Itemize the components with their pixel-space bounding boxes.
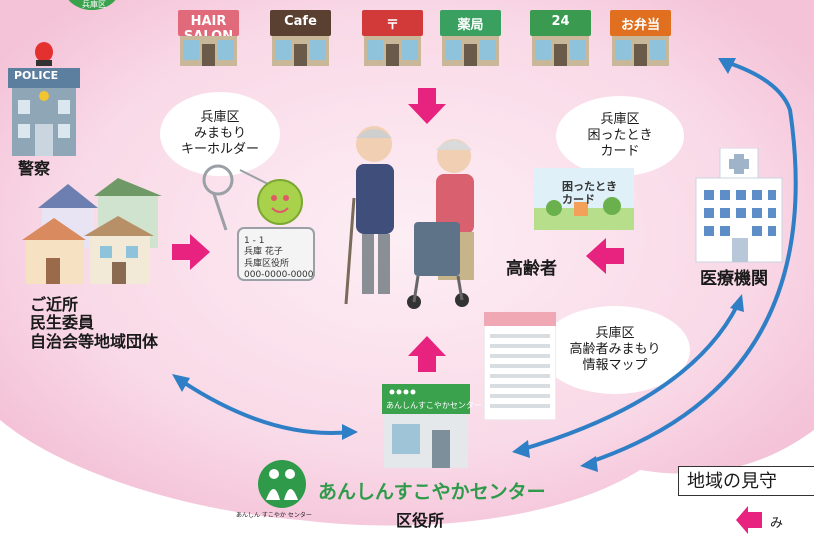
pink-arrow-down [408,88,446,124]
keyholder-phone: 000-0000-0000 [244,269,314,280]
store-hair-salon-icon: HAIR SALON [178,10,239,66]
police-label: 警察 [18,159,51,178]
ward-office-label: 区役所 [396,511,445,530]
keyholder-name: 兵庫 花子 [244,247,283,258]
keyholder-number: 1 - 1 [244,236,265,246]
store-convenience-store-icon: 24 [530,10,591,66]
bubble-line: 兵庫区 [600,111,640,127]
section-title: 地域の見守 [678,466,814,496]
elderly-couple-icon [344,126,474,309]
store-sign: 24 [551,14,570,29]
blue-arrow-center-medical [519,303,740,452]
bubble-line: 情報マップ [582,358,648,374]
ward-badge [68,0,116,10]
keyholder-bubble: 兵庫区 みまもり キーホルダー [160,92,280,176]
bubble-line: 兵庫区 [595,325,635,341]
pink-arrow-left [586,238,624,274]
police-station-icon [8,42,80,156]
store-sign: 〒 [385,18,399,33]
neighbors-line: 自治会等地域団体 [30,331,159,351]
neighbors-label: ご近所 民生委員 自治会等地域団体 [30,295,159,351]
legend-text: み [770,516,784,531]
blue-arrow-right-loop [589,60,798,464]
houses-icon [22,178,162,284]
ward-badge-text: 兵庫区 [82,0,106,9]
map-pamphlet-image [484,312,556,420]
pink-arrow-up [408,336,446,372]
store-sign: Cafe [284,14,317,29]
card-line: 困ったとき [562,180,617,193]
center-sign: あんしんすこやかセンター [386,401,482,410]
store-sign: お弁当 [620,18,660,33]
store-bento-shop-icon: お弁当 [610,10,671,66]
bubble-line: みまもり [193,125,246,141]
card-bubble: 兵庫区 困ったとき カード [556,96,684,176]
store-post-office-icon: 〒 [362,10,423,66]
medical-label: 医療機関 [700,269,768,289]
pink-arrow-right [172,234,210,270]
map-bubble: 兵庫区 高齢者みまもり 情報マップ [540,306,690,394]
legend-arrow [736,506,762,534]
neighbors-line: 民生委員 [30,313,95,333]
center-name: あんしんすこやかセンター [318,481,546,503]
help-card-image [534,168,634,230]
bubble-line: 困ったとき [587,127,653,143]
help-card-title: 困ったとき カード [562,180,617,206]
neighbors-line: ご近所 [30,295,79,314]
card-line: カード [562,193,595,207]
keyholder-tag: 1 - 1 兵庫 花子 兵庫区役所 000-0000-0000 [244,236,313,281]
store-pharmacy-icon: 薬局 [440,10,501,66]
center-logo-icon [258,460,306,508]
store-cafe-icon: Cafe [270,10,331,66]
keyholder-icon [202,164,315,281]
blue-arrow-neighbors-center [178,378,351,435]
elderly-label: 高齢者 [506,259,557,279]
bubble-line: カード [600,144,640,160]
center-logo-caption: あんしん すこやか センター [236,512,312,519]
bubble-line: 兵庫区 [200,109,240,125]
bubble-line: 高齢者みまもり [569,341,661,357]
police-sign: POLICE [14,69,59,82]
hospital-icon [695,148,783,263]
center-building-icon [382,384,470,468]
bubble-line: キーホルダー [180,142,259,158]
keyholder-org: 兵庫区役所 [244,258,290,269]
store-sign: 薬局 [457,18,484,33]
